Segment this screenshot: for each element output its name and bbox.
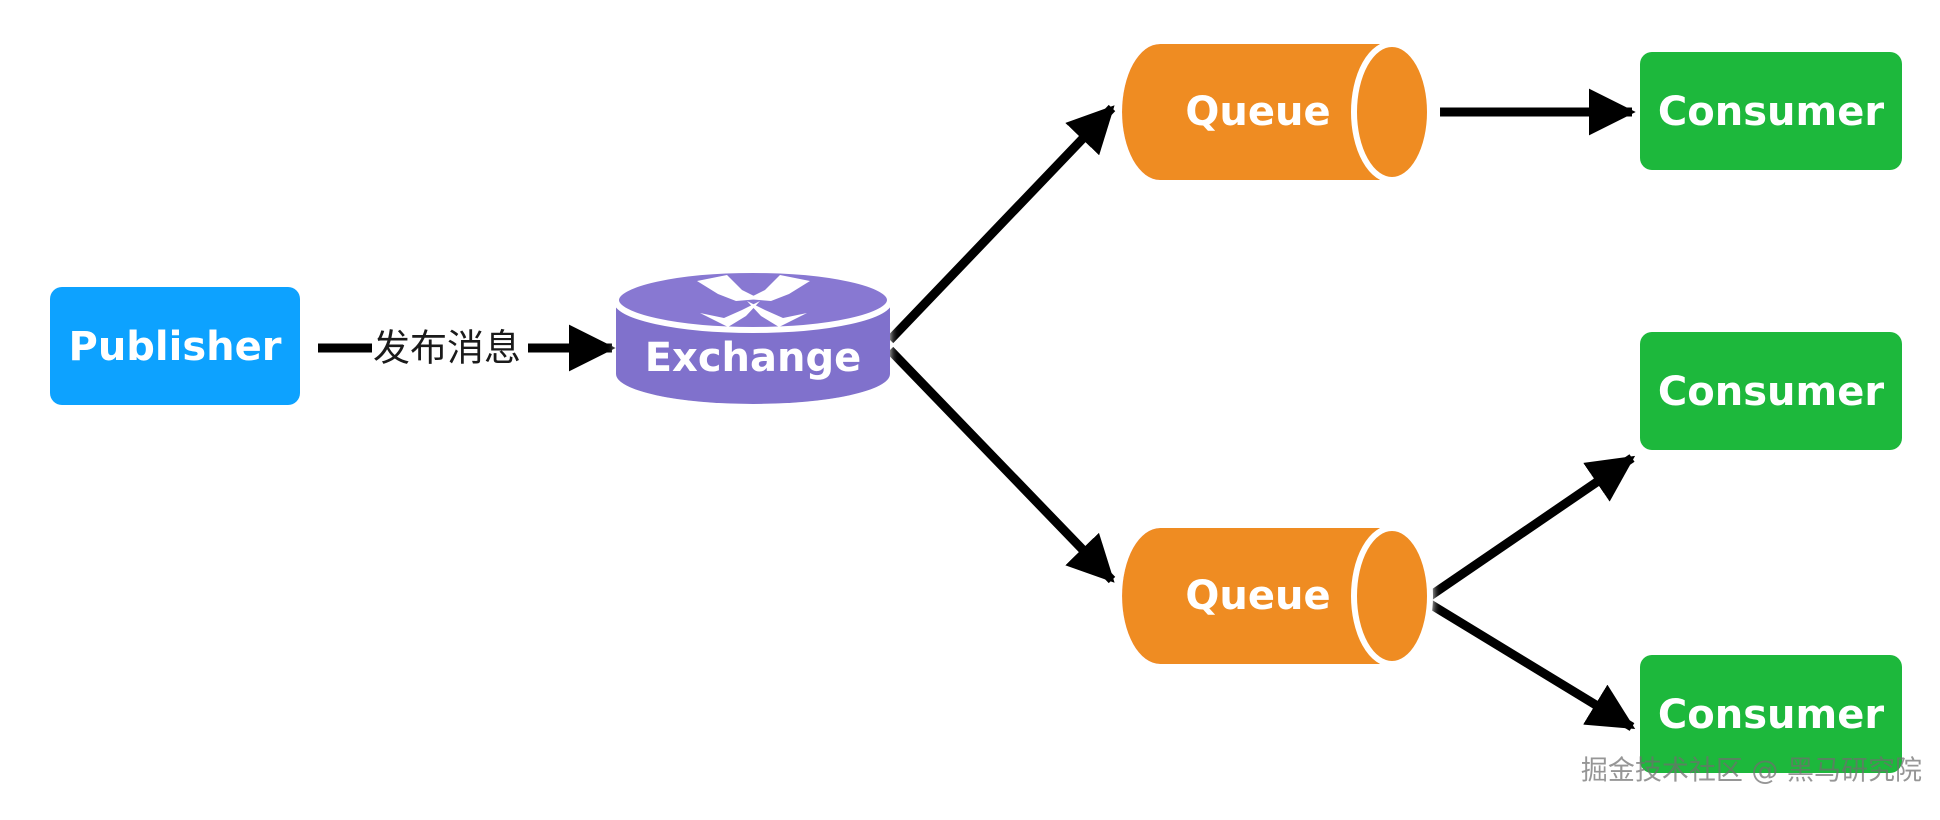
consumer-3-box[interactable] xyxy=(1640,655,1902,773)
edge-exchange-to-queue-top xyxy=(886,104,1116,344)
queue-top-label: Queue xyxy=(1185,89,1330,135)
edge-line-exchange-queue-bottom xyxy=(886,346,1116,584)
consumer-3-label: Consumer xyxy=(1658,692,1884,738)
edge-line-queue-bottom-consumer-2 xyxy=(1427,454,1636,600)
node-queue-top[interactable]: Queue xyxy=(1122,41,1433,183)
edge-label-publish-message: 发布消息 xyxy=(373,327,521,370)
consumer-1-label: Consumer xyxy=(1658,89,1884,135)
publisher-label: Publisher xyxy=(69,324,282,370)
node-consumer-2[interactable]: Consumer xyxy=(1640,332,1902,450)
node-consumer-3[interactable]: Consumer xyxy=(1640,655,1902,773)
watermark: 掘金技术社区 @ 黑马研究院 xyxy=(1581,756,1922,787)
router-icon xyxy=(697,275,810,327)
queue-bottom-label: Queue xyxy=(1185,573,1330,619)
edge-line-queue-bottom-consumer-3 xyxy=(1427,600,1636,731)
edge-line-exchange-queue-top xyxy=(886,104,1116,344)
edge-queue-bottom-to-consumer-2 xyxy=(1427,454,1636,600)
queue-bottom-cap[interactable] xyxy=(1351,525,1433,667)
publisher-box[interactable] xyxy=(50,287,300,405)
queue-top-cap[interactable] xyxy=(1351,41,1433,183)
edge-exchange-to-queue-bottom xyxy=(886,346,1116,584)
edge-publisher-to-exchange: 发布消息 xyxy=(318,324,616,372)
consumer-1-box[interactable] xyxy=(1640,52,1902,170)
node-queue-bottom[interactable]: Queue xyxy=(1122,525,1433,667)
consumer-2-box[interactable] xyxy=(1640,332,1902,450)
queue-bottom-body[interactable] xyxy=(1122,528,1430,664)
edge-queue-bottom-to-consumer-3 xyxy=(1427,600,1636,731)
node-exchange[interactable]: Exchange xyxy=(613,267,893,404)
exchange-top-disc[interactable] xyxy=(613,267,893,333)
node-consumer-1[interactable]: Consumer xyxy=(1640,52,1902,170)
node-publisher[interactable]: Publisher xyxy=(50,287,300,405)
exchange-label: Exchange xyxy=(645,335,862,381)
consumer-2-label: Consumer xyxy=(1658,369,1884,415)
queue-top-body[interactable] xyxy=(1122,44,1430,180)
